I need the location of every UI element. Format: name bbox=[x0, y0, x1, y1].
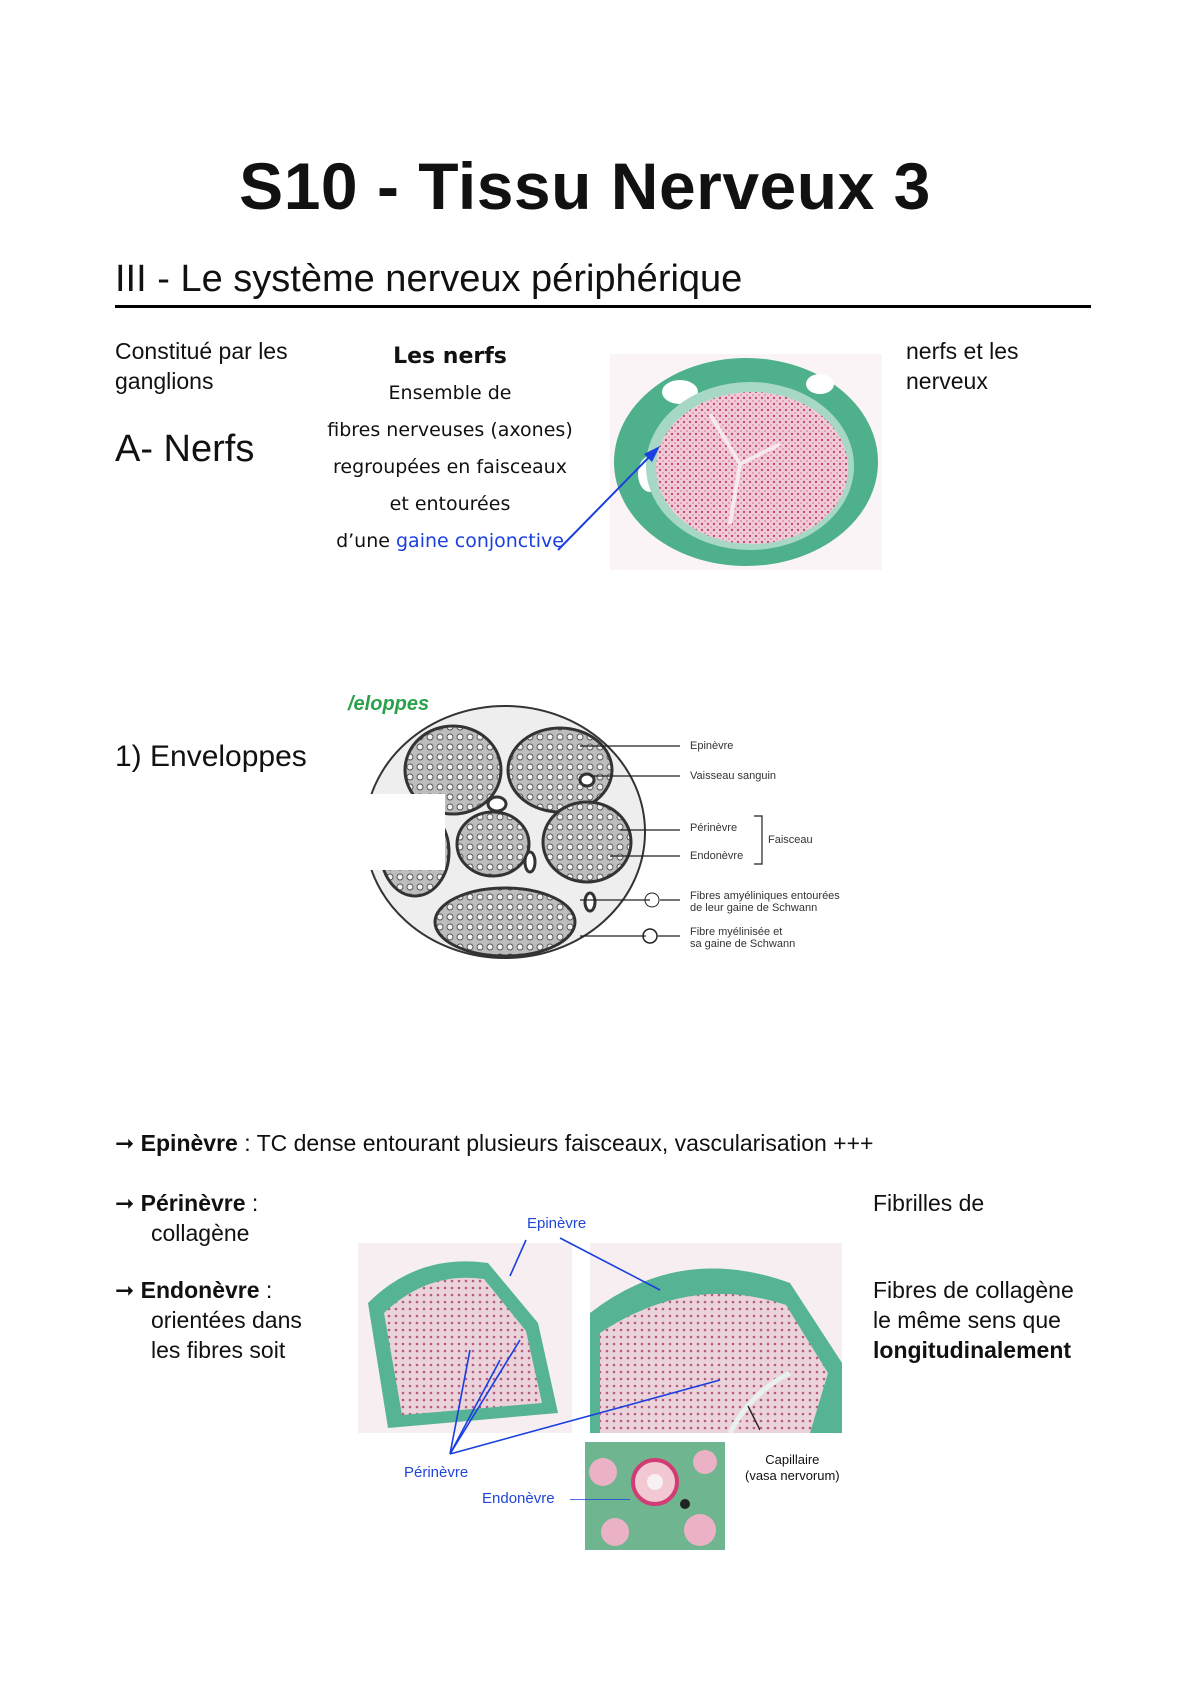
label-fibre-myelinisee-1: Fibre myélinisée et bbox=[690, 926, 783, 938]
bullet-endonevre-term: Endonèvre bbox=[140, 1277, 260, 1303]
intro-left: Constitué par les ganglions bbox=[115, 336, 288, 396]
bullet-epinevre-text: : TC dense entourant plusieurs faisceaux… bbox=[237, 1130, 874, 1156]
diagram-heading: /eloppes bbox=[348, 693, 430, 715]
diagram-leader-lines bbox=[580, 745, 680, 944]
subsection-a-heading: A- Nerfs bbox=[115, 428, 255, 470]
arrow-icon: ➞ bbox=[115, 1190, 135, 1216]
bullet-endonevre-colon: : bbox=[259, 1277, 273, 1303]
subsection-1-heading: 1) Enveloppes bbox=[115, 740, 307, 773]
slide-nerfs-line-5-prefix: d’une bbox=[336, 530, 396, 552]
slide-nerfs-highlight: gaine conjonctive bbox=[396, 530, 564, 552]
section-heading: III - Le système nerveux périphérique bbox=[115, 258, 743, 300]
histo-label-epinevre: Epinèvre bbox=[527, 1215, 587, 1232]
intro-left-line-1: Constitué par les bbox=[115, 338, 288, 364]
bullet-endonevre-right-3: longitudinalement bbox=[873, 1337, 1072, 1363]
label-fibre-myelinisee: Fibre myélinisée et sa gaine de Schwann bbox=[690, 926, 795, 950]
histo-label-capillaire-2: (vasa nervorum) bbox=[745, 1468, 840, 1483]
label-faisceau: Faisceau bbox=[768, 834, 813, 846]
histo-label-capillaire-1: Capillaire bbox=[765, 1452, 820, 1467]
slide-nerfs-heading: Les nerfs bbox=[393, 344, 507, 369]
bullet-endonevre-right-2: le même sens que bbox=[873, 1307, 1061, 1333]
histology-annotation-lines bbox=[449, 1237, 760, 1500]
bullet-epinevre: ➞ Epinèvre : TC dense entourant plusieur… bbox=[115, 1128, 873, 1158]
label-fibres-amyeliniques: Fibres amyéliniques entourées de leur ga… bbox=[690, 890, 840, 914]
arrow-icon: ➞ bbox=[115, 1130, 135, 1156]
nerve-cross-section-diagram bbox=[363, 705, 646, 959]
label-fibres-amyeliniques-1: Fibres amyéliniques entourées bbox=[690, 890, 840, 902]
bullet-endonevre-cont-2: les fibres soit bbox=[151, 1337, 286, 1363]
bullet-endonevre-right-1: Fibres de collagène bbox=[873, 1277, 1074, 1303]
page-title: S10 - Tissu Nerveux 3 bbox=[239, 149, 931, 223]
gaine-arrow bbox=[557, 446, 660, 551]
histo-label-perinevre: Périnèvre bbox=[404, 1464, 469, 1481]
label-fibre-myelinisee-2: sa gaine de Schwann bbox=[690, 938, 796, 950]
slide-nerfs-line-2: fibres nerveuses (axones) bbox=[327, 419, 573, 441]
histo-label-endonevre: Endonèvre bbox=[482, 1490, 555, 1507]
label-fibres-amyeliniques-2: de leur gaine de Schwann bbox=[690, 902, 818, 914]
histology-panel-left bbox=[358, 1243, 572, 1433]
label-endonevre: Endonèvre bbox=[690, 850, 744, 862]
histo-label-capillaire: Capillaire (vasa nervorum) bbox=[745, 1452, 840, 1484]
bullet-endonevre-right: Fibres de collagène le même sens que lon… bbox=[873, 1275, 1074, 1365]
histology-panel-zoom bbox=[585, 1442, 725, 1550]
histology-panel-right bbox=[590, 1243, 842, 1433]
intro-right-line-1: nerfs et les bbox=[906, 338, 1019, 364]
bullet-epinevre-term: Epinèvre bbox=[140, 1130, 238, 1156]
bullet-endonevre-cont-1: orientées dans bbox=[151, 1307, 302, 1333]
slide-nerfs-line-5: d’une gaine conjonctive bbox=[320, 523, 580, 560]
intro-right-line-2: nerveux bbox=[906, 368, 988, 394]
intro-right: nerfs et les nerveux bbox=[906, 336, 1019, 396]
faisceau-bracket bbox=[754, 815, 763, 865]
bullet-endonevre: ➞ Endonèvre : orientées dans les fibres … bbox=[115, 1275, 302, 1365]
bullet-perinevre-cont: collagène bbox=[151, 1220, 250, 1246]
bullet-perinevre-term: Périnèvre bbox=[140, 1190, 246, 1216]
label-perinevre: Périnèvre bbox=[690, 822, 738, 834]
slide-nerfs-line-1: Ensemble de bbox=[388, 382, 512, 404]
arrow-icon: ➞ bbox=[115, 1277, 135, 1303]
section-rule bbox=[115, 305, 1091, 308]
slide-nerfs-line-4: et entourées bbox=[389, 493, 511, 515]
slide-nerfs-line-3: regroupées en faisceaux bbox=[333, 456, 567, 478]
bullet-perinevre-colon: : bbox=[245, 1190, 259, 1216]
label-vaisseau: Vaisseau sanguin bbox=[690, 770, 777, 782]
bullet-perinevre: ➞ Périnèvre : collagène bbox=[115, 1188, 258, 1248]
bullet-perinevre-right: Fibrilles de bbox=[873, 1190, 985, 1216]
intro-left-line-2: ganglions bbox=[115, 368, 214, 394]
nerve-histology-image bbox=[610, 354, 882, 570]
label-epinevre: Epinèvre bbox=[690, 740, 734, 752]
slide-nerfs-text: Les nerfs Ensemble de fibres nerveuses (… bbox=[320, 338, 580, 560]
